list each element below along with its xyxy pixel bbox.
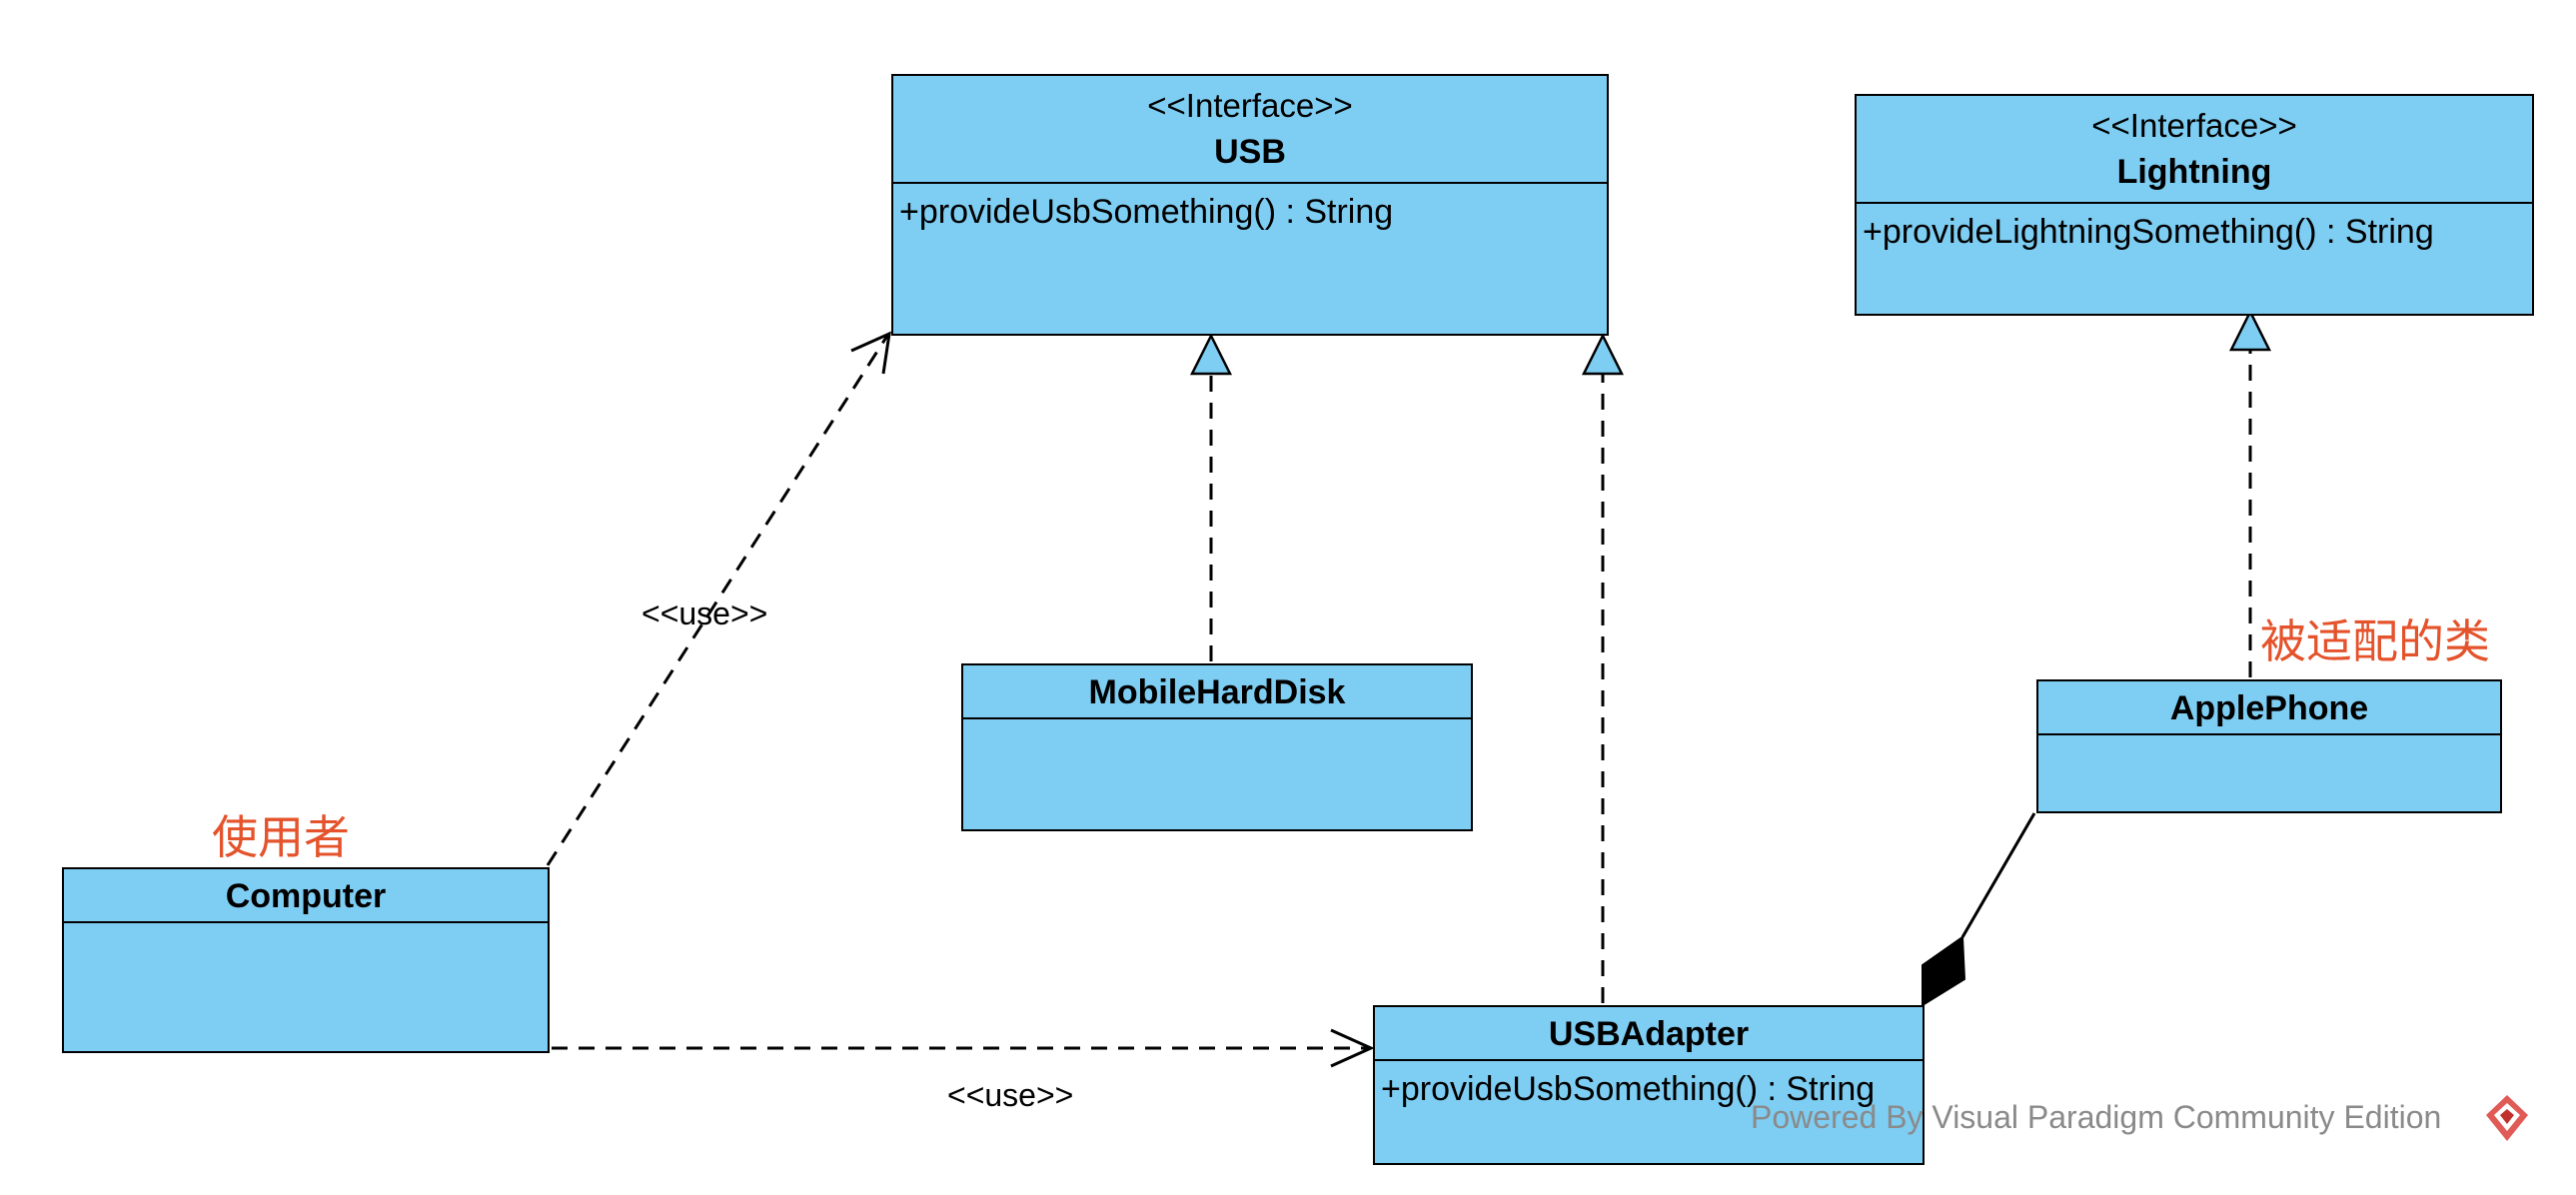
lightning-interface-class[interactable]: <<Interface>> Lightning +provideLightnin… <box>1855 94 2534 316</box>
operation-list: +provideUsbSomething() : String <box>899 193 1394 231</box>
class-header: Computer <box>64 869 548 923</box>
applephone-class[interactable]: ApplePhone <box>2036 679 2502 813</box>
usbadapter-realizes-usb[interactable] <box>1581 333 1625 1003</box>
class-header: <<Interface>> USB <box>893 76 1607 184</box>
realization-triangle <box>2228 309 2272 352</box>
watermark-text: Powered By Visual Paradigm Community Edi… <box>1751 1099 2442 1135</box>
class-header: USBAdapter <box>1375 1007 1923 1061</box>
class-header: ApplePhone <box>2038 681 2500 735</box>
realization-triangle <box>1581 333 1625 376</box>
composition-diamond <box>1922 935 1966 1007</box>
open-arrowhead <box>1330 1028 1375 1068</box>
realization-triangle <box>1189 333 1233 376</box>
adaptee-note: 被适配的类 <box>2260 615 2490 667</box>
use-stereotype-label: <<use>> <box>947 1077 1074 1113</box>
visual-paradigm-logo-icon <box>2486 1095 2528 1141</box>
mobileharddisk-class[interactable]: MobileHardDisk <box>961 663 1473 831</box>
class-name: Computer <box>225 877 387 915</box>
open-arrowhead <box>850 331 891 375</box>
class-name: Lightning <box>2116 153 2272 191</box>
class-name: USBAdapter <box>1548 1015 1750 1053</box>
stereotype-label: <<Interface>> <box>2091 107 2297 144</box>
stereotype-label: <<Interface>> <box>1147 87 1353 124</box>
usbadapter-composes-applephone[interactable] <box>1922 812 2036 1007</box>
applephone-realizes-lightning[interactable] <box>2228 309 2272 677</box>
computer-class[interactable]: Computer <box>62 867 550 1053</box>
computer-uses-usbadapter-dependency[interactable] <box>552 1028 1375 1068</box>
class-header: MobileHardDisk <box>963 665 1471 719</box>
usbadapter-class[interactable]: USBAdapter +provideUsbSomething() : Stri… <box>1373 1005 1925 1165</box>
operation-list: +provideUsbSomething() : String <box>1381 1070 1876 1108</box>
class-header: <<Interface>> Lightning <box>1857 96 2532 204</box>
class-name: MobileHardDisk <box>1088 673 1346 711</box>
computer-uses-usb-dependency[interactable] <box>546 331 891 866</box>
user-note: 使用者 <box>212 811 350 863</box>
mobileharddisk-realizes-usb[interactable] <box>1189 333 1233 661</box>
use-stereotype-label: <<use>> <box>642 596 768 631</box>
usb-interface-class[interactable]: <<Interface>> USB +provideUsbSomething()… <box>891 74 1609 336</box>
class-name: ApplePhone <box>2169 689 2369 727</box>
class-name: USB <box>1214 133 1286 171</box>
operation-list: +provideLightningSomething() : String <box>1863 213 2434 251</box>
